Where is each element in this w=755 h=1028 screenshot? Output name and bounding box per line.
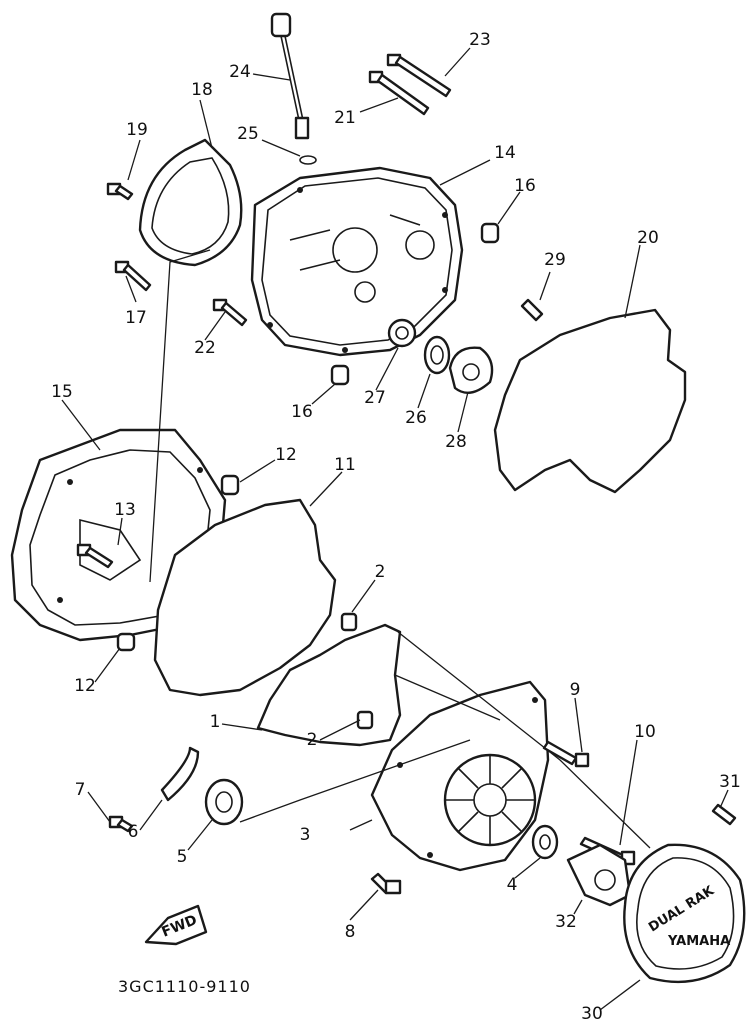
gasket-center xyxy=(153,498,337,697)
callout-4: 4 xyxy=(507,875,518,895)
callout-15: 15 xyxy=(51,382,73,402)
callout-25: 25 xyxy=(237,124,259,144)
bearing-27 xyxy=(387,318,417,348)
gasket-right xyxy=(493,308,687,494)
callout-19: 19 xyxy=(126,120,148,140)
callout-2-upper: 2 xyxy=(375,562,386,582)
plate-28 xyxy=(448,346,494,394)
cover-text-yamaha: YAMAHA xyxy=(667,934,730,949)
callout-14: 14 xyxy=(494,143,516,163)
callout-1: 1 xyxy=(210,712,221,732)
bolt-17 xyxy=(114,260,152,292)
callout-27: 27 xyxy=(364,388,386,408)
round-cover-plate xyxy=(138,138,243,267)
callout-23: 23 xyxy=(469,30,491,50)
callout-20: 20 xyxy=(637,228,659,248)
callout-10: 10 xyxy=(634,722,656,742)
callout-12-lower: 12 xyxy=(74,676,96,696)
callout-16-upper: 16 xyxy=(514,176,536,196)
fwd-arrow-icon: FWD xyxy=(144,904,208,946)
callout-9: 9 xyxy=(570,680,581,700)
dipstick xyxy=(270,12,310,140)
oil-seal-5 xyxy=(204,778,244,826)
oil-seal-26 xyxy=(423,335,451,375)
oil-seal-4 xyxy=(531,824,559,860)
callout-21: 21 xyxy=(334,108,356,128)
callout-30: 30 xyxy=(581,1004,603,1024)
callout-28: 28 xyxy=(445,432,467,452)
callout-13: 13 xyxy=(114,500,136,520)
dowel-2-lower xyxy=(356,710,374,730)
bolt-22 xyxy=(212,298,248,327)
callout-32: 32 xyxy=(555,912,577,932)
callout-24: 24 xyxy=(229,62,251,82)
callout-18: 18 xyxy=(191,80,213,100)
bolt-21 xyxy=(368,70,430,116)
callout-6: 6 xyxy=(128,822,139,842)
callout-7: 7 xyxy=(75,780,86,800)
callout-8: 8 xyxy=(345,922,356,942)
callout-17: 17 xyxy=(125,308,147,328)
callout-31: 31 xyxy=(719,772,741,792)
bolt-9 xyxy=(542,740,590,768)
callout-26: 26 xyxy=(405,408,427,428)
drawing-code: 3GC1110-9110 xyxy=(118,977,251,996)
bolt-23 xyxy=(386,53,452,98)
callout-29: 29 xyxy=(544,250,566,270)
dowel-16-lower xyxy=(330,364,350,386)
dowel-16-upper xyxy=(480,222,500,244)
callout-16-lower: 16 xyxy=(291,402,313,422)
bolt-19 xyxy=(106,182,134,201)
callout-5: 5 xyxy=(177,847,188,867)
dowel-12-lower xyxy=(116,632,136,652)
callout-2-lower: 2 xyxy=(307,730,318,750)
dual-rally-cover: DUAL RAK YAMAHA xyxy=(623,843,746,984)
clutch-cover xyxy=(370,680,550,872)
crankcase-cover-left xyxy=(250,166,464,357)
callout-12-upper: 12 xyxy=(275,445,297,465)
dowel-2-upper xyxy=(340,612,358,632)
bolt-8 xyxy=(370,872,402,895)
bolt-29 xyxy=(520,298,544,322)
callout-22: 22 xyxy=(194,338,216,358)
dowel-12-upper xyxy=(220,474,240,496)
callout-11: 11 xyxy=(334,455,356,475)
leader-lines xyxy=(61,47,729,1011)
retainer-6 xyxy=(160,746,200,802)
bolt-31 xyxy=(711,803,737,826)
o-ring xyxy=(299,155,317,165)
callout-labels: 23 24 18 21 19 25 14 16 20 29 17 22 27 1… xyxy=(51,30,741,1024)
callout-3: 3 xyxy=(300,825,311,845)
bolt-7 xyxy=(108,815,134,833)
bolt-13 xyxy=(76,543,114,569)
